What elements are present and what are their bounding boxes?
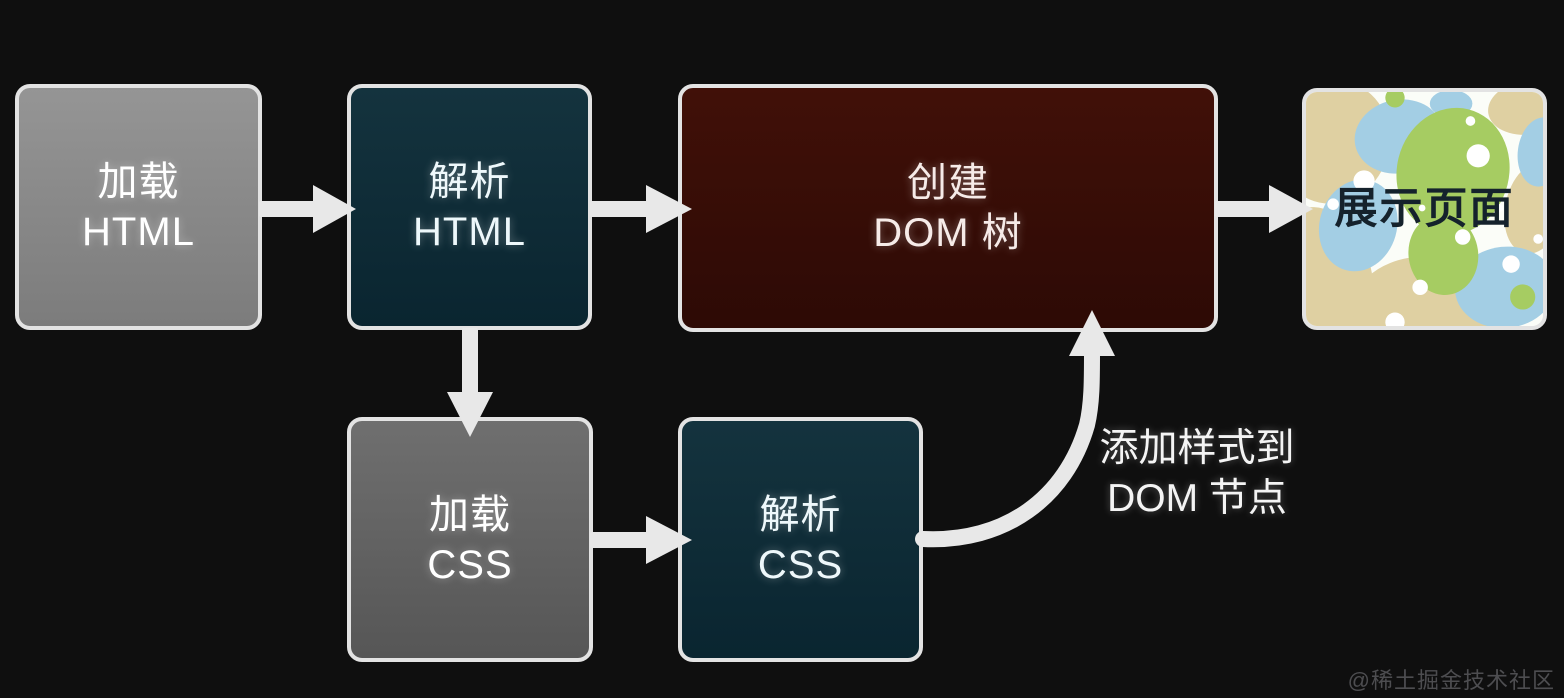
node-parse-html-label: 解析 HTML bbox=[413, 157, 526, 257]
page-preview-pattern bbox=[1306, 92, 1543, 326]
node-parse-css: 解析 CSS bbox=[678, 417, 923, 662]
node-label-line: HTML bbox=[413, 210, 526, 254]
arrow-load-html-to-parse-html bbox=[259, 185, 356, 233]
node-parse-css-label: 解析 CSS bbox=[758, 490, 843, 590]
node-label-line: DOM 树 bbox=[873, 211, 1023, 255]
annotation-line: 添加样式到 bbox=[1099, 427, 1295, 470]
node-label-line: 创建 bbox=[907, 161, 989, 205]
node-load-html: 加载 HTML bbox=[15, 84, 262, 330]
node-label-line: 加载 bbox=[97, 160, 180, 204]
node-label-line: 解析 bbox=[759, 492, 842, 537]
arrow-create-dom-to-display-page bbox=[1215, 185, 1313, 233]
annotation-add-style-to-dom: 添加样式到 DOM 节点 bbox=[1083, 424, 1311, 524]
node-load-css-label: 加载 CSS bbox=[427, 490, 512, 590]
node-label-line: CSS bbox=[427, 542, 513, 587]
arrow-load-css-to-parse-css bbox=[590, 516, 692, 564]
node-create-dom-tree: 创建 DOM 树 bbox=[678, 84, 1218, 332]
node-display-page: 展示页面 bbox=[1302, 88, 1547, 330]
node-create-dom-label: 创建 DOM 树 bbox=[873, 158, 1022, 258]
node-load-css: 加载 CSS bbox=[347, 417, 593, 662]
node-label-line: 加载 bbox=[429, 492, 511, 537]
node-display-page-label: 展示页面 bbox=[1334, 185, 1515, 233]
node-label-line: HTML bbox=[82, 210, 195, 254]
watermark: @稀土掘金技术社区 bbox=[1347, 668, 1555, 693]
annotation-line: DOM 节点 bbox=[1107, 477, 1287, 520]
arrow-parse-html-to-create-dom bbox=[590, 185, 692, 233]
node-label-line: CSS bbox=[757, 542, 844, 587]
node-label-line: 解析 bbox=[428, 160, 511, 204]
node-load-html-label: 加载 HTML bbox=[82, 157, 195, 257]
node-parse-html: 解析 HTML bbox=[347, 84, 592, 330]
